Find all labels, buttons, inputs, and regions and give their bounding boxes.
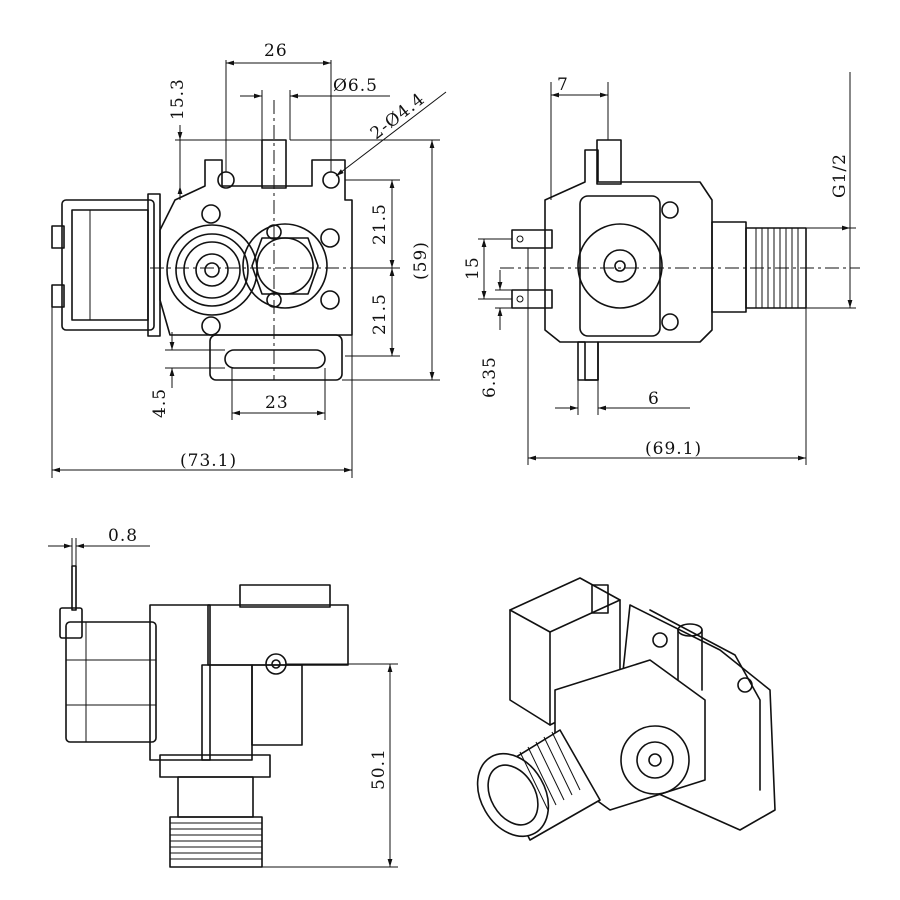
coil-body	[51, 193, 161, 337]
outlet-wheel	[242, 223, 328, 309]
dim-outlet-offset: 6	[648, 389, 660, 409]
dim-hole-small: 2-Ø4.4	[367, 89, 429, 144]
dim-length-overall: (69.1)	[645, 439, 702, 459]
dim-offset-top: 15.3	[168, 78, 188, 120]
dim-hole-large: Ø6.5	[333, 76, 378, 96]
dim-height-overall: (59)	[411, 241, 431, 280]
iso-thread-lines	[519, 731, 581, 811]
dim-terminal-thickness: 0.8	[108, 526, 138, 546]
dim-width-top: 26	[264, 41, 288, 61]
side-view: 7 G1/2 15 6.35 6 (69.1)	[463, 72, 860, 465]
front-view: 26 Ø6.5 2-Ø4.4 15.3 21.5 21.5 (59)	[51, 41, 447, 478]
dim-upper-half: 21.5	[370, 203, 390, 245]
dim-terminal-pitch: 15	[463, 256, 483, 280]
dim-slot-width: 23	[265, 393, 289, 413]
dim-top-offset: 7	[557, 75, 569, 95]
dim-thread: G1/2	[830, 153, 850, 198]
bottom-view: 0.8 50.1	[48, 526, 398, 868]
isometric-view	[476, 577, 776, 841]
dim-terminal-width: 6.35	[480, 356, 500, 398]
dim-lower-half: 21.5	[370, 293, 390, 335]
bottom-thread-lines	[170, 822, 262, 860]
dim-offset-bottom: 4.5	[150, 388, 170, 418]
dim-height-to-thread: 50.1	[369, 748, 389, 790]
dim-width-overall: (73.1)	[180, 451, 237, 471]
